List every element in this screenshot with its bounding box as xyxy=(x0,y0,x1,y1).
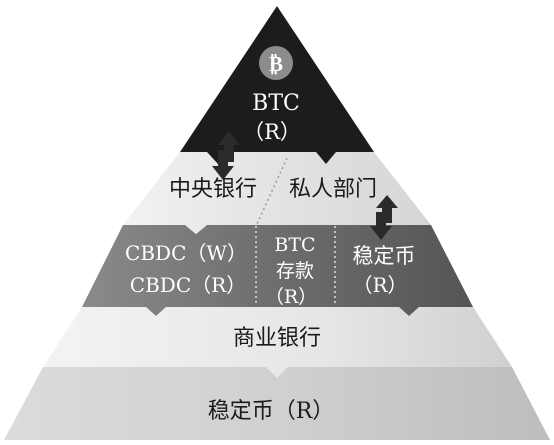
double-arrow-icon xyxy=(370,195,398,240)
apex-title: BTC xyxy=(252,91,300,116)
btc-deposit-line2: 存款 xyxy=(276,260,314,282)
btc-deposit-line1: BTC xyxy=(274,234,315,256)
bitcoin-icon: ₿ xyxy=(259,46,293,80)
apex-triangle xyxy=(180,6,374,164)
tier2-divider xyxy=(256,157,288,225)
stablecoin-retail-label: （R） xyxy=(352,273,407,297)
btc-deposit-line3: （R） xyxy=(265,286,317,308)
cbdc-wholesale-label: CBDC（W） xyxy=(125,241,247,265)
tier3-band xyxy=(82,225,473,316)
tier2-band xyxy=(123,152,431,234)
bitcoin-symbol: ₿ xyxy=(269,51,283,76)
double-arrow-icon xyxy=(212,131,240,180)
private-sector-label: 私人部门 xyxy=(289,177,377,202)
base-tier xyxy=(4,367,550,440)
base-stablecoin-label: 稳定币（R） xyxy=(208,399,335,424)
commercial-bank-label: 商业银行 xyxy=(233,326,321,351)
central-bank-label: 中央银行 xyxy=(169,177,257,202)
stablecoin-label: 稳定币 xyxy=(353,244,416,268)
tier4-band xyxy=(43,307,512,378)
apex-subtitle: （R） xyxy=(243,120,301,144)
cbdc-retail-label: CBDC（R） xyxy=(130,273,246,297)
